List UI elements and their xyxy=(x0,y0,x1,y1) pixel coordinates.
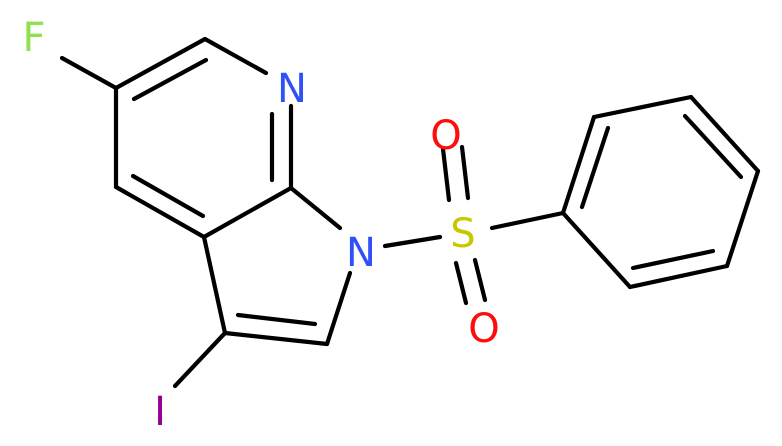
atom-oxygen-top: O xyxy=(430,113,461,159)
bond-c7a-n1 xyxy=(288,185,343,231)
bond-c2-c3-inner xyxy=(235,312,318,327)
bonds xyxy=(59,36,761,389)
bond-ph-c5-c6-inner xyxy=(630,248,716,271)
atom-pyridine-nitrogen: N xyxy=(277,66,307,112)
bond-c3-c3a xyxy=(201,234,228,336)
atom-iodine: I xyxy=(154,389,166,435)
bond-ph-c6-c1 xyxy=(560,210,633,290)
bond-s-phenyl xyxy=(489,210,566,231)
bond-c7a-c3a xyxy=(201,185,294,240)
bond-s-o-bottom-b xyxy=(472,257,488,303)
atom-sulfur: S xyxy=(450,211,475,257)
atom-labels: F N N S O O I xyxy=(22,15,499,435)
bond-ph-c1-c2-inner xyxy=(579,125,611,210)
bond-c5-f xyxy=(59,55,119,91)
bond-ph-c5-c6 xyxy=(627,263,730,290)
bond-s-o-top-a xyxy=(440,146,452,203)
atom-oxygen-bottom: O xyxy=(468,306,499,352)
bond-n1-s xyxy=(382,234,443,249)
atom-fluorine: F xyxy=(22,15,45,61)
bond-ph-c1-c2 xyxy=(560,114,597,216)
bond-n1-c2 xyxy=(324,270,353,347)
bond-c3a-c4 xyxy=(113,184,207,240)
bond-ph-c3-c4 xyxy=(688,94,761,174)
bond-s-o-bottom-a xyxy=(453,260,469,306)
bond-c3a-c4-inner xyxy=(130,173,206,219)
bond-c5-c6 xyxy=(113,36,208,91)
bond-ph-c2-c3 xyxy=(591,94,694,120)
bond-ph-c4-c5 xyxy=(724,168,761,269)
bond-c2-c3 xyxy=(222,330,330,347)
bond-c3-i xyxy=(172,330,228,389)
bond-c6-n7 xyxy=(202,36,269,76)
bond-c5-c6-inner xyxy=(131,57,209,102)
bond-s-o-top-b xyxy=(459,144,471,201)
atom-pyrrole-nitrogen: N xyxy=(346,230,376,276)
bond-ph-c3-c4-inner xyxy=(682,113,744,180)
